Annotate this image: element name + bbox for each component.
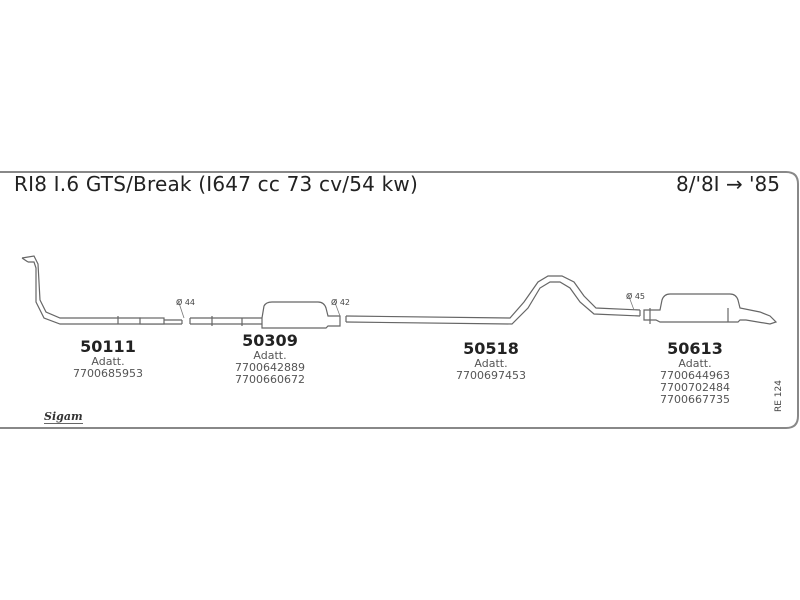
part-number: 50111 <box>80 337 136 356</box>
part-50613: 50613 Adatt. 7700644963 7700702484 77006… <box>654 340 736 406</box>
front-pipe-50111 <box>21 255 183 325</box>
diameter-label-2: Ø 42 <box>331 298 351 307</box>
rear-silencer-50613 <box>643 293 778 325</box>
part-50111: 50111 Adatt. 7700685953 <box>68 338 148 380</box>
part-code: 7700702484 <box>660 381 730 394</box>
reference-code: RE 124 <box>774 380 784 412</box>
page-title: RI8 I.6 GTS/Break (I647 cc 73 cv/54 kw) <box>14 172 418 196</box>
part-number: 50613 <box>667 339 723 358</box>
part-label: Adatt. <box>91 355 125 368</box>
part-code: 7700685953 <box>73 367 143 380</box>
date-range: 8/'8I → '85 <box>676 172 781 196</box>
part-50309: 50309 Adatt. 7700642889 7700660672 <box>230 332 310 386</box>
part-code: 7700644963 <box>660 369 730 382</box>
diagram-frame <box>0 171 799 429</box>
part-number: 50518 <box>463 339 519 358</box>
brand-logo: Sigam <box>44 410 83 424</box>
pipe-50309 <box>189 301 341 329</box>
part-label: Adatt. <box>678 357 712 370</box>
part-label: Adatt. <box>474 357 508 370</box>
part-label: Adatt. <box>253 349 287 362</box>
part-code: 7700642889 <box>235 361 305 374</box>
part-50518: 50518 Adatt. 7700697453 <box>451 340 531 382</box>
diameter-label-1: Ø 44 <box>176 298 196 307</box>
part-code: 7700660672 <box>235 373 305 386</box>
part-number: 50309 <box>242 331 298 350</box>
pipe-50518 <box>345 275 641 325</box>
part-code: 7700667735 <box>660 393 730 406</box>
part-code: 7700697453 <box>456 369 526 382</box>
diameter-label-3: Ø 45 <box>626 292 646 301</box>
